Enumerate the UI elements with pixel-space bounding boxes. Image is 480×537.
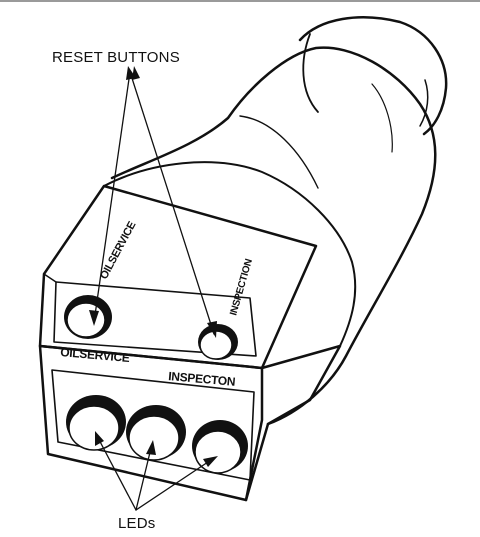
reset-buttons-leader-lines — [89, 66, 217, 338]
rear-cylinder-seam — [302, 33, 319, 113]
leader-line-led-1 — [95, 433, 137, 511]
leader-line-inspection — [129, 71, 215, 335]
oilservice-front-label: OILSERVICE — [60, 345, 131, 365]
arrowhead-led-3 — [203, 456, 218, 467]
lower-side-face — [244, 344, 342, 502]
top-face-crease — [103, 161, 357, 347]
inspection-front-label: INSPECTON — [168, 369, 236, 389]
leader-line-oilservice — [93, 71, 131, 323]
led-1 — [66, 395, 126, 451]
arrowhead-led-1 — [95, 431, 104, 446]
leds-leader-lines — [95, 431, 218, 511]
dome-shading — [239, 115, 319, 189]
arrowhead-oilservice — [89, 310, 99, 326]
oilservice-reset-button[interactable] — [64, 295, 112, 339]
upper-front-face — [38, 184, 318, 370]
leader-line-led-3 — [135, 457, 215, 511]
rear-cylinder — [298, 16, 448, 136]
dome-highlight — [371, 83, 393, 153]
rear-cylinder-ring — [419, 79, 429, 127]
arrowhead-led-2 — [146, 440, 156, 455]
leds-callout: LEDs — [118, 515, 155, 532]
leader-line-led-2 — [135, 443, 153, 511]
upper-housing-outline — [110, 46, 437, 426]
inspection-reset-button[interactable] — [198, 324, 238, 360]
led-2 — [126, 405, 186, 461]
lower-front-face — [38, 344, 264, 502]
arrowhead-inspection-top — [132, 66, 140, 80]
device-body — [38, 16, 448, 502]
led-3 — [192, 420, 248, 474]
lower-front-bevel — [51, 369, 255, 481]
upper-bevel-corner — [43, 273, 57, 283]
upper-front-bevel — [53, 281, 257, 357]
reset-buttons-callout: RESET BUTTONS — [52, 49, 180, 66]
arrowhead-inspection — [207, 321, 217, 338]
top-border — [0, 0, 480, 2]
